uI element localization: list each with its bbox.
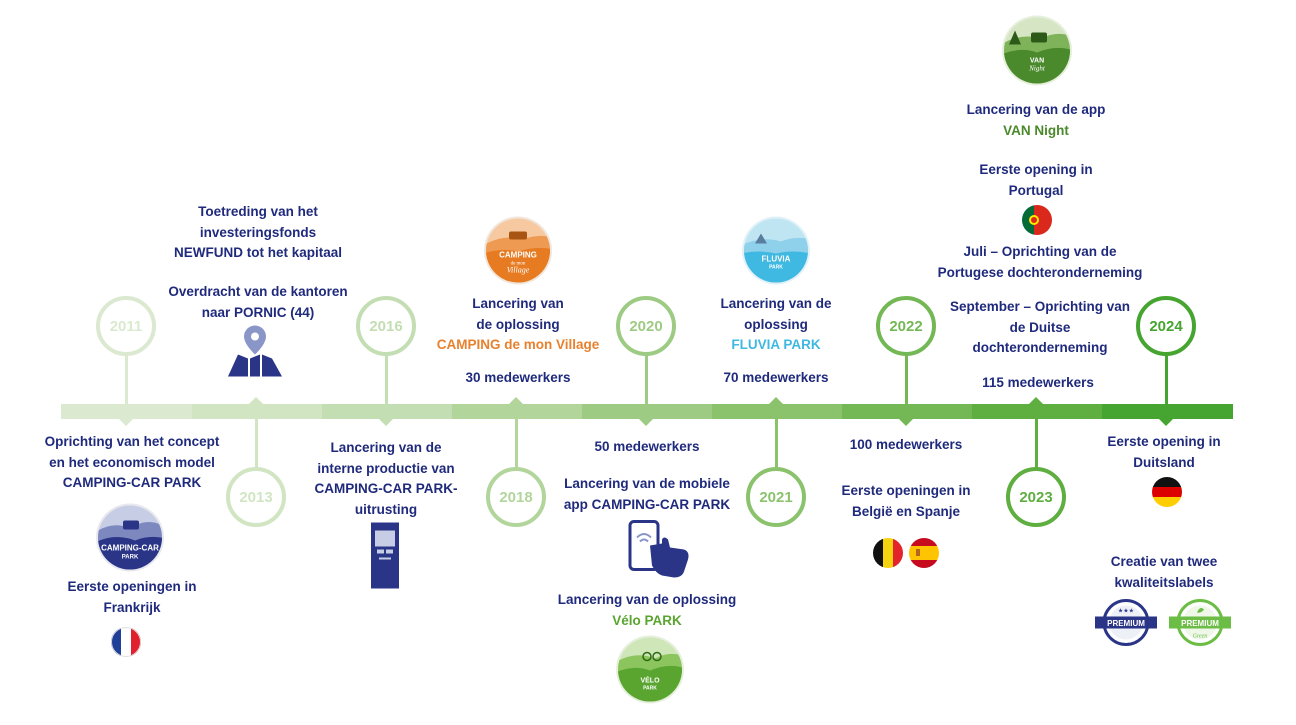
event-2023-employees: 115 medewerkers (982, 375, 1094, 390)
year-2023: 2023 (1006, 467, 1066, 527)
stem-2020 (644, 354, 648, 404)
event-2018-employees: 30 medewerkers (465, 370, 571, 385)
year-2024: 2024 (1136, 296, 1196, 356)
year-2022: 2022 (876, 296, 936, 356)
camping-de-mon-village-logo: CAMPING de mon Village (483, 216, 553, 291)
van-night-logo: VAN Night (1001, 15, 1073, 92)
svg-text:PARK: PARK (122, 555, 139, 561)
svg-text:PARK: PARK (643, 686, 657, 692)
map-pin-icon (224, 325, 286, 386)
bar-marker-2022 (899, 419, 913, 426)
stem-2023 (1034, 419, 1038, 469)
bar-marker-2013 (249, 397, 263, 404)
timeline-segment-3 (322, 404, 452, 419)
mobile-app-icon (628, 520, 692, 585)
year-2011: 2011 (96, 296, 156, 356)
event-2018-cmv: Lancering van de oplossing CAMPING de mo… (436, 296, 600, 352)
timeline-segment-4 (452, 404, 582, 419)
svg-text:Village: Village (507, 266, 530, 275)
year-2013: 2013 (226, 467, 286, 527)
flag-france-icon (111, 627, 141, 657)
stem-2016 (384, 354, 388, 404)
year-2016: 2016 (356, 296, 416, 356)
event-2023-portugal: Eerste opening in Portugal (979, 162, 1093, 198)
svg-text:PREMIUM: PREMIUM (1107, 619, 1145, 628)
event-2020-employees: 50 medewerkers (594, 439, 700, 454)
event-2024-quality-labels: Creatie van twee kwaliteitslabels (1110, 554, 1218, 590)
flag-spain-icon (909, 538, 939, 568)
bar-marker-2018 (509, 397, 523, 404)
stem-2018 (514, 419, 518, 469)
timeline-segment-1 (61, 404, 192, 419)
terminal-kiosk-icon (370, 522, 400, 594)
event-2024-germany: Eerste opening in Duitsland (1107, 434, 1221, 470)
timeline-segment-6 (712, 404, 842, 419)
svg-text:VAN: VAN (1030, 58, 1044, 65)
timeline-segment-9 (1102, 404, 1233, 419)
year-2021: 2021 (746, 467, 806, 527)
flag-belgium-icon (873, 538, 903, 568)
svg-text:CAMPING-CAR: CAMPING-CAR (101, 544, 159, 553)
stem-2013 (254, 419, 258, 469)
event-2020-mobile-app: Lancering van de mobiele app CAMPING-CAR… (563, 476, 731, 512)
event-2013-newfund: Toetreding van het investeringsfonds NEW… (173, 204, 343, 260)
bar-marker-2016 (379, 419, 393, 426)
camping-car-park-logo: CAMPING-CAR PARK (95, 503, 165, 578)
premium-label-badge: PREMIUM ★★★ (1093, 598, 1159, 653)
event-2023-portuguese-subsidiary: Juli – Oprichting van de Portugese docht… (937, 244, 1143, 280)
svg-text:FLUVIA: FLUVIA (762, 255, 791, 264)
timeline-segment-2 (192, 404, 322, 419)
stem-2024 (1164, 354, 1168, 404)
svg-text:Night: Night (1028, 65, 1046, 73)
year-2020: 2020 (616, 296, 676, 356)
svg-text:CAMPING: CAMPING (499, 251, 537, 260)
event-2020-velo-park: Lancering van de oplossing Vélo PARK (557, 592, 737, 628)
bar-marker-2024 (1159, 419, 1173, 426)
event-2023-german-subsidiary: September – Oprichting van de Duitse doc… (949, 299, 1131, 355)
timeline-segment-5 (582, 404, 712, 419)
event-2013-pornic: Overdracht van de kantoren naar PORNIC (… (168, 284, 348, 320)
flag-portugal-icon (1022, 205, 1052, 235)
bar-marker-2020 (639, 419, 653, 426)
svg-text:PARK: PARK (769, 265, 783, 271)
svg-text:VÉLO: VÉLO (640, 676, 660, 685)
stem-2021 (774, 419, 778, 469)
premium-green-label-badge: PREMIUM Green (1167, 598, 1233, 653)
bar-marker-2021 (769, 397, 783, 404)
event-2021-fluvia: Lancering van de oplossing FLUVIA PARK (720, 296, 832, 352)
timeline-segment-7 (842, 404, 972, 419)
svg-text:de mon: de mon (511, 262, 526, 267)
svg-text:★★★: ★★★ (1118, 608, 1134, 615)
timeline-segment-8 (972, 404, 1102, 419)
event-2022-openings: Eerste openingen in België en Spanje (841, 483, 971, 519)
bar-marker-2023 (1029, 397, 1043, 404)
fluvia-park-logo: FLUVIA PARK (741, 216, 811, 291)
svg-text:PREMIUM: PREMIUM (1181, 619, 1219, 628)
event-2011-openings-france: Eerste openingen in Frankrijk (67, 579, 197, 615)
bar-marker-2011 (119, 419, 133, 426)
event-2016-production: Lancering van de interne productie van C… (314, 440, 458, 517)
velo-park-logo: VÉLO PARK (615, 635, 685, 710)
event-2011-concept: Oprichting van het concept en het econom… (44, 434, 220, 490)
flag-germany-icon (1152, 477, 1182, 507)
svg-text:Green: Green (1193, 634, 1208, 640)
stem-2022 (904, 354, 908, 404)
year-2018: 2018 (486, 467, 546, 527)
event-2022-employees: 100 medewerkers (849, 437, 963, 452)
stem-2011 (124, 354, 128, 404)
event-2021-employees: 70 medewerkers (723, 370, 829, 385)
event-2023-van-night: Lancering van de app VAN Night (966, 102, 1106, 138)
